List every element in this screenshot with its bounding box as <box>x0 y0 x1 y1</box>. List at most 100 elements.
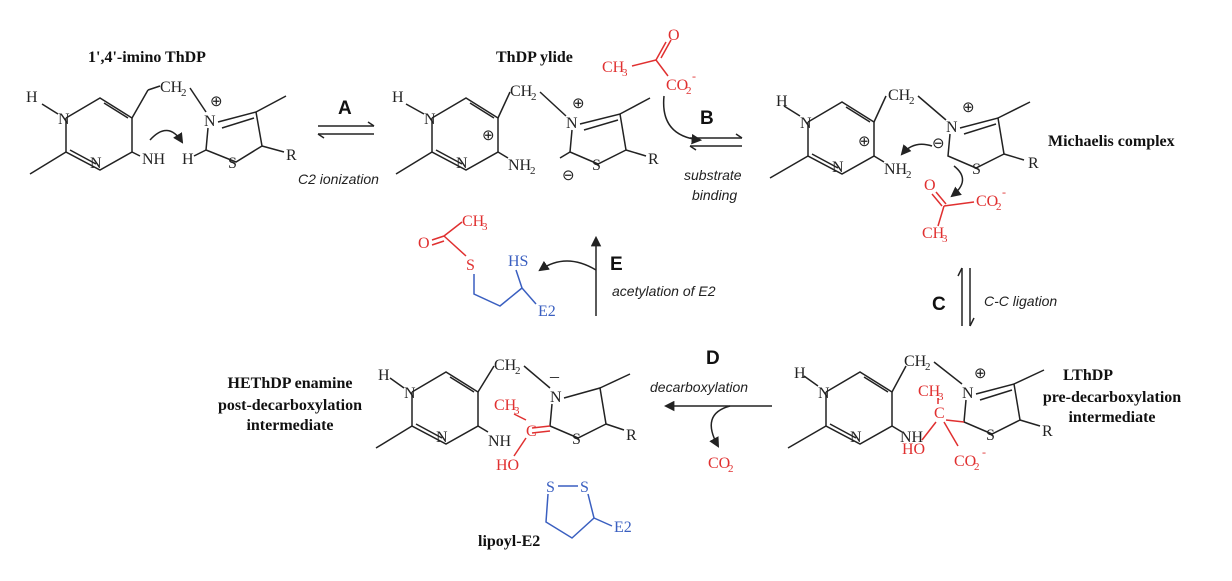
svg-text:2: 2 <box>906 169 912 181</box>
step-d-desc: decarboxylation <box>650 379 748 395</box>
svg-text:H: H <box>378 367 390 384</box>
svg-text:N: N <box>550 389 562 406</box>
atom-r: R <box>286 147 297 164</box>
svg-text:R: R <box>648 151 659 168</box>
svg-text:N: N <box>424 111 436 128</box>
step-b-letter: B <box>700 108 714 129</box>
step-e-desc: acetylation of E2 <box>612 283 716 299</box>
step-a-desc: C2 ionization <box>298 171 379 187</box>
molecule-lthdp: LThDP pre-decarboxylation intermediate H… <box>787 353 1181 473</box>
svg-text:N: N <box>946 119 958 136</box>
svg-text:NH: NH <box>884 161 908 178</box>
svg-text:2: 2 <box>530 165 536 177</box>
svg-text:S: S <box>466 257 475 274</box>
label-imino-thdp: 1',4'-imino ThDP <box>88 49 206 66</box>
step-e: E acetylation of E2 <box>538 235 716 316</box>
svg-text:CH: CH <box>494 357 517 374</box>
svg-text:H: H <box>794 365 806 382</box>
svg-text:2: 2 <box>728 463 734 475</box>
step-d: D decarboxylation CO 2 <box>650 348 772 475</box>
svg-text:N: N <box>832 159 844 176</box>
svg-text:2: 2 <box>515 365 521 377</box>
svg-text:3: 3 <box>938 391 944 403</box>
label-lthdp-2: pre-decarboxylation <box>1043 389 1181 406</box>
molecule-pyruvate-bound: O CO 2 - CH 3 <box>922 177 1006 245</box>
atom-h: H <box>26 89 38 106</box>
svg-text:⊖: ⊖ <box>932 136 945 152</box>
svg-text:2: 2 <box>686 85 692 97</box>
svg-text:3: 3 <box>622 67 628 79</box>
svg-text:⊕: ⊕ <box>858 134 871 150</box>
svg-text:2: 2 <box>181 87 187 99</box>
svg-text:CH: CH <box>888 87 911 104</box>
svg-text:⊕: ⊕ <box>572 96 585 112</box>
svg-text:S: S <box>572 431 581 448</box>
svg-text:R: R <box>626 427 637 444</box>
svg-text:HO: HO <box>902 441 925 458</box>
svg-text:⊕: ⊕ <box>962 100 975 116</box>
atom-h-c2: H <box>182 151 194 168</box>
svg-text:N: N <box>818 385 830 402</box>
atom-nh: NH <box>142 151 166 168</box>
step-c: C C-C ligation <box>932 267 1057 327</box>
svg-text:S: S <box>546 479 555 496</box>
svg-text:N: N <box>436 429 448 446</box>
svg-text:R: R <box>1042 423 1053 440</box>
svg-text:CO: CO <box>976 193 998 210</box>
svg-text:E2: E2 <box>538 303 556 320</box>
svg-text:N: N <box>800 115 812 132</box>
molecule-michaelis: Michaelis complex H N N ⊕ NH 2 CH 2 N ⊕ … <box>769 87 1175 198</box>
atom-n-plus: N <box>204 113 216 130</box>
svg-text:O: O <box>924 177 936 194</box>
svg-text:3: 3 <box>482 221 488 233</box>
svg-text:-: - <box>982 445 986 459</box>
label-lthdp-3: intermediate <box>1068 409 1155 426</box>
molecule-ylide: ThDP ylide H N N ⊕ NH 2 CH 2 N ⊕ R S ⊖ <box>392 49 659 184</box>
svg-text:–: – <box>549 366 560 386</box>
svg-text:S: S <box>580 479 589 496</box>
svg-text:⊕: ⊕ <box>974 366 987 382</box>
svg-text:O: O <box>668 27 680 44</box>
svg-text:N: N <box>850 429 862 446</box>
label-lthdp-1: LThDP <box>1063 367 1113 384</box>
svg-text:NH: NH <box>508 157 532 174</box>
svg-text:N: N <box>566 115 578 132</box>
step-b: B substrate binding <box>662 95 743 203</box>
step-d-letter: D <box>706 348 720 369</box>
atom-s: S <box>228 155 237 172</box>
svg-text:HS: HS <box>508 253 528 270</box>
svg-text:⊕: ⊕ <box>210 94 223 110</box>
svg-text:NH: NH <box>900 429 924 446</box>
svg-text:CH: CH <box>462 213 485 230</box>
molecule-pyruvate: CH 3 O CO 2 - <box>602 27 696 97</box>
svg-text:S: S <box>972 161 981 178</box>
svg-text:CH: CH <box>918 383 941 400</box>
svg-text:2: 2 <box>925 361 931 373</box>
step-a: A C2 ionization <box>298 98 379 187</box>
molecule-hethdp: HEThDP enamine post-decarboxylation inte… <box>218 357 637 474</box>
svg-text:CH: CH <box>510 83 533 100</box>
svg-text:NH: NH <box>488 433 512 450</box>
svg-text:R: R <box>1028 155 1039 172</box>
step-a-letter: A <box>338 98 352 119</box>
svg-text:S: S <box>986 427 995 444</box>
svg-text:O: O <box>418 235 430 252</box>
svg-text:⊕: ⊕ <box>482 128 495 144</box>
co2-released: CO <box>708 455 730 472</box>
step-c-letter: C <box>932 294 946 315</box>
label-michaelis: Michaelis complex <box>1048 133 1175 150</box>
svg-text:-: - <box>1002 185 1006 199</box>
svg-text:N: N <box>404 385 416 402</box>
label-hethdp-2: post-decarboxylation <box>218 397 362 414</box>
label-hethdp-1: HEThDP enamine <box>228 375 353 392</box>
atom-n1: N <box>58 111 70 128</box>
svg-text:E2: E2 <box>614 519 632 536</box>
svg-text:CH: CH <box>922 225 945 242</box>
step-b-desc-1: substrate <box>684 167 742 183</box>
svg-text:N: N <box>962 385 974 402</box>
label-lipoyl-e2: lipoyl-E2 <box>478 533 540 550</box>
svg-text:S: S <box>592 157 601 174</box>
svg-text:CO: CO <box>666 77 688 94</box>
